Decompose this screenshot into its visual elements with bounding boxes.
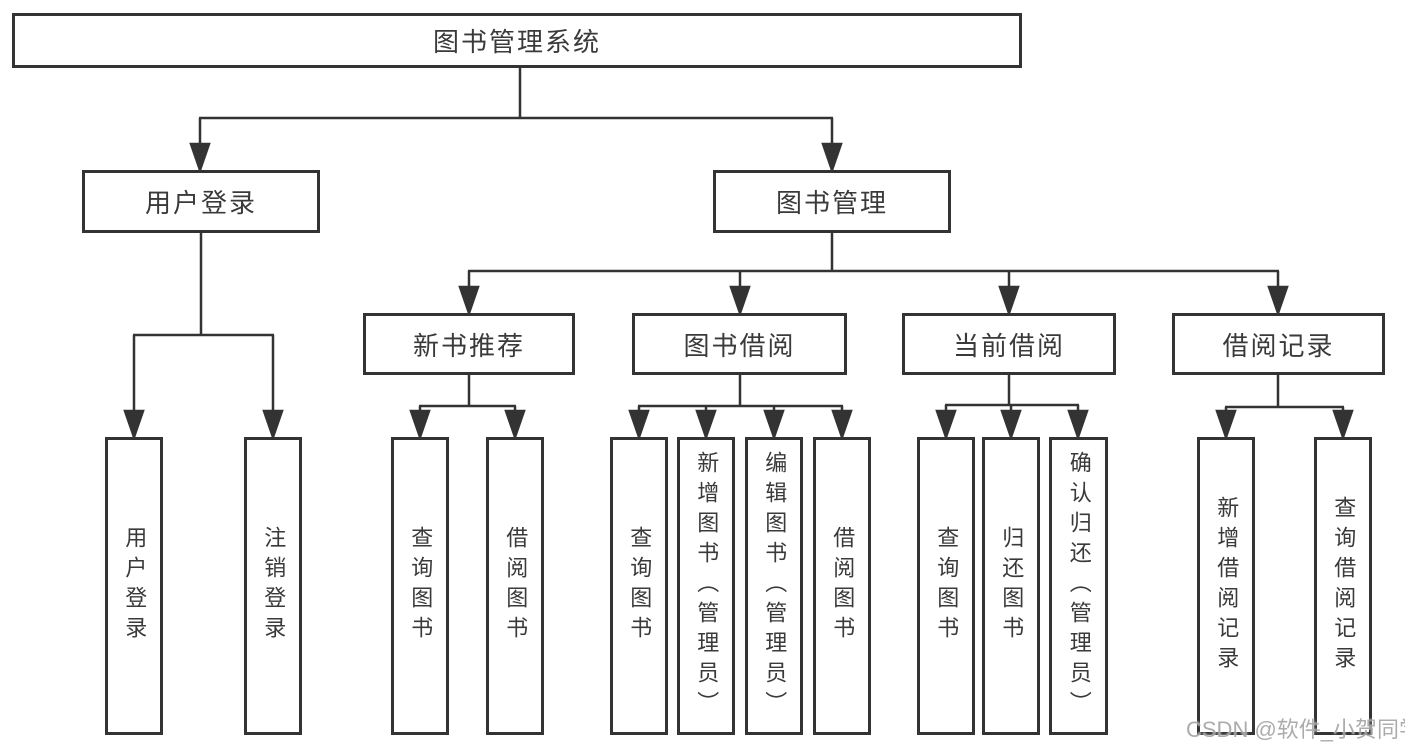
- node-label-edit-books-admin: 编辑图书（管理员）: [762, 451, 788, 721]
- node-box-return-books: 归还图书: [982, 437, 1040, 735]
- node-box-system-root: 图书管理系统: [12, 13, 1022, 68]
- connector-current-borrow-children: [935, 375, 1089, 441]
- node-label-logout: 注销登录: [261, 526, 287, 646]
- node-label-borrow-books-recommend: 借阅图书: [503, 526, 529, 646]
- node-label-user-login: 用户登录: [144, 188, 257, 218]
- node-box-borrow-books-leaf: 借阅图书: [813, 437, 871, 735]
- node-label-borrow-records: 借阅记录: [1222, 330, 1335, 361]
- node-label-query-borrow-record: 查询借阅记录: [1331, 496, 1357, 676]
- node-box-current-borrow: 当前借阅: [902, 313, 1116, 375]
- node-label-query-books-borrow: 查询图书: [627, 526, 653, 646]
- node-box-query-borrow-record: 查询借阅记录: [1314, 437, 1372, 735]
- csdn-watermark: CSDN @软件_小贺同学: [1186, 717, 1405, 742]
- node-box-book-borrow: 图书借阅: [632, 313, 847, 375]
- node-label-book-borrow: 图书借阅: [683, 330, 796, 361]
- connector-borrow-records-children: [1215, 375, 1354, 441]
- node-box-user-login: 用户登录: [82, 170, 320, 233]
- node-box-new-book-recommend: 新书推荐: [363, 313, 575, 375]
- node-box-confirm-return-admin: 确认归还（管理员）: [1049, 437, 1108, 735]
- node-label-add-books-admin: 新增图书（管理员）: [694, 451, 720, 721]
- connector-root-to-level1: [189, 68, 843, 174]
- node-label-add-borrow-record: 新增借阅记录: [1214, 496, 1240, 676]
- node-label-query-books-recommend: 查询图书: [408, 526, 434, 646]
- node-box-borrow-records: 借阅记录: [1172, 313, 1385, 375]
- node-box-user-login-leaf: 用户登录: [105, 437, 163, 735]
- node-label-query-books-current: 查询图书: [934, 526, 960, 646]
- node-box-edit-books-admin: 编辑图书（管理员）: [745, 437, 803, 735]
- connector-new-book-recommend-children: [409, 375, 526, 441]
- node-label-new-book-recommend: 新书推荐: [412, 330, 525, 361]
- node-box-query-books-recommend: 查询图书: [391, 437, 449, 735]
- node-label-user-login-leaf: 用户登录: [122, 526, 148, 646]
- node-box-logout: 注销登录: [244, 437, 302, 735]
- connector-book-borrow-children: [628, 375, 853, 441]
- node-box-query-books-borrow: 查询图书: [610, 437, 668, 735]
- node-label-book-management: 图书管理: [775, 188, 888, 218]
- node-box-borrow-books-recommend: 借阅图书: [486, 437, 544, 735]
- node-box-query-books-current: 查询图书: [917, 437, 975, 735]
- node-box-add-books-admin: 新增图书（管理员）: [677, 437, 735, 735]
- node-label-return-books: 归还图书: [999, 526, 1025, 646]
- node-box-add-borrow-record: 新增借阅记录: [1197, 437, 1255, 735]
- node-label-confirm-return-admin: 确认归还（管理员）: [1066, 451, 1092, 721]
- node-box-book-management: 图书管理: [713, 170, 951, 233]
- connector-book-management-children: [458, 233, 1289, 317]
- node-label-current-borrow: 当前借阅: [952, 330, 1065, 361]
- node-label-system-root: 图书管理系统: [432, 27, 601, 57]
- node-label-borrow-books-leaf: 借阅图书: [830, 526, 856, 646]
- connector-user-login-children: [123, 233, 284, 441]
